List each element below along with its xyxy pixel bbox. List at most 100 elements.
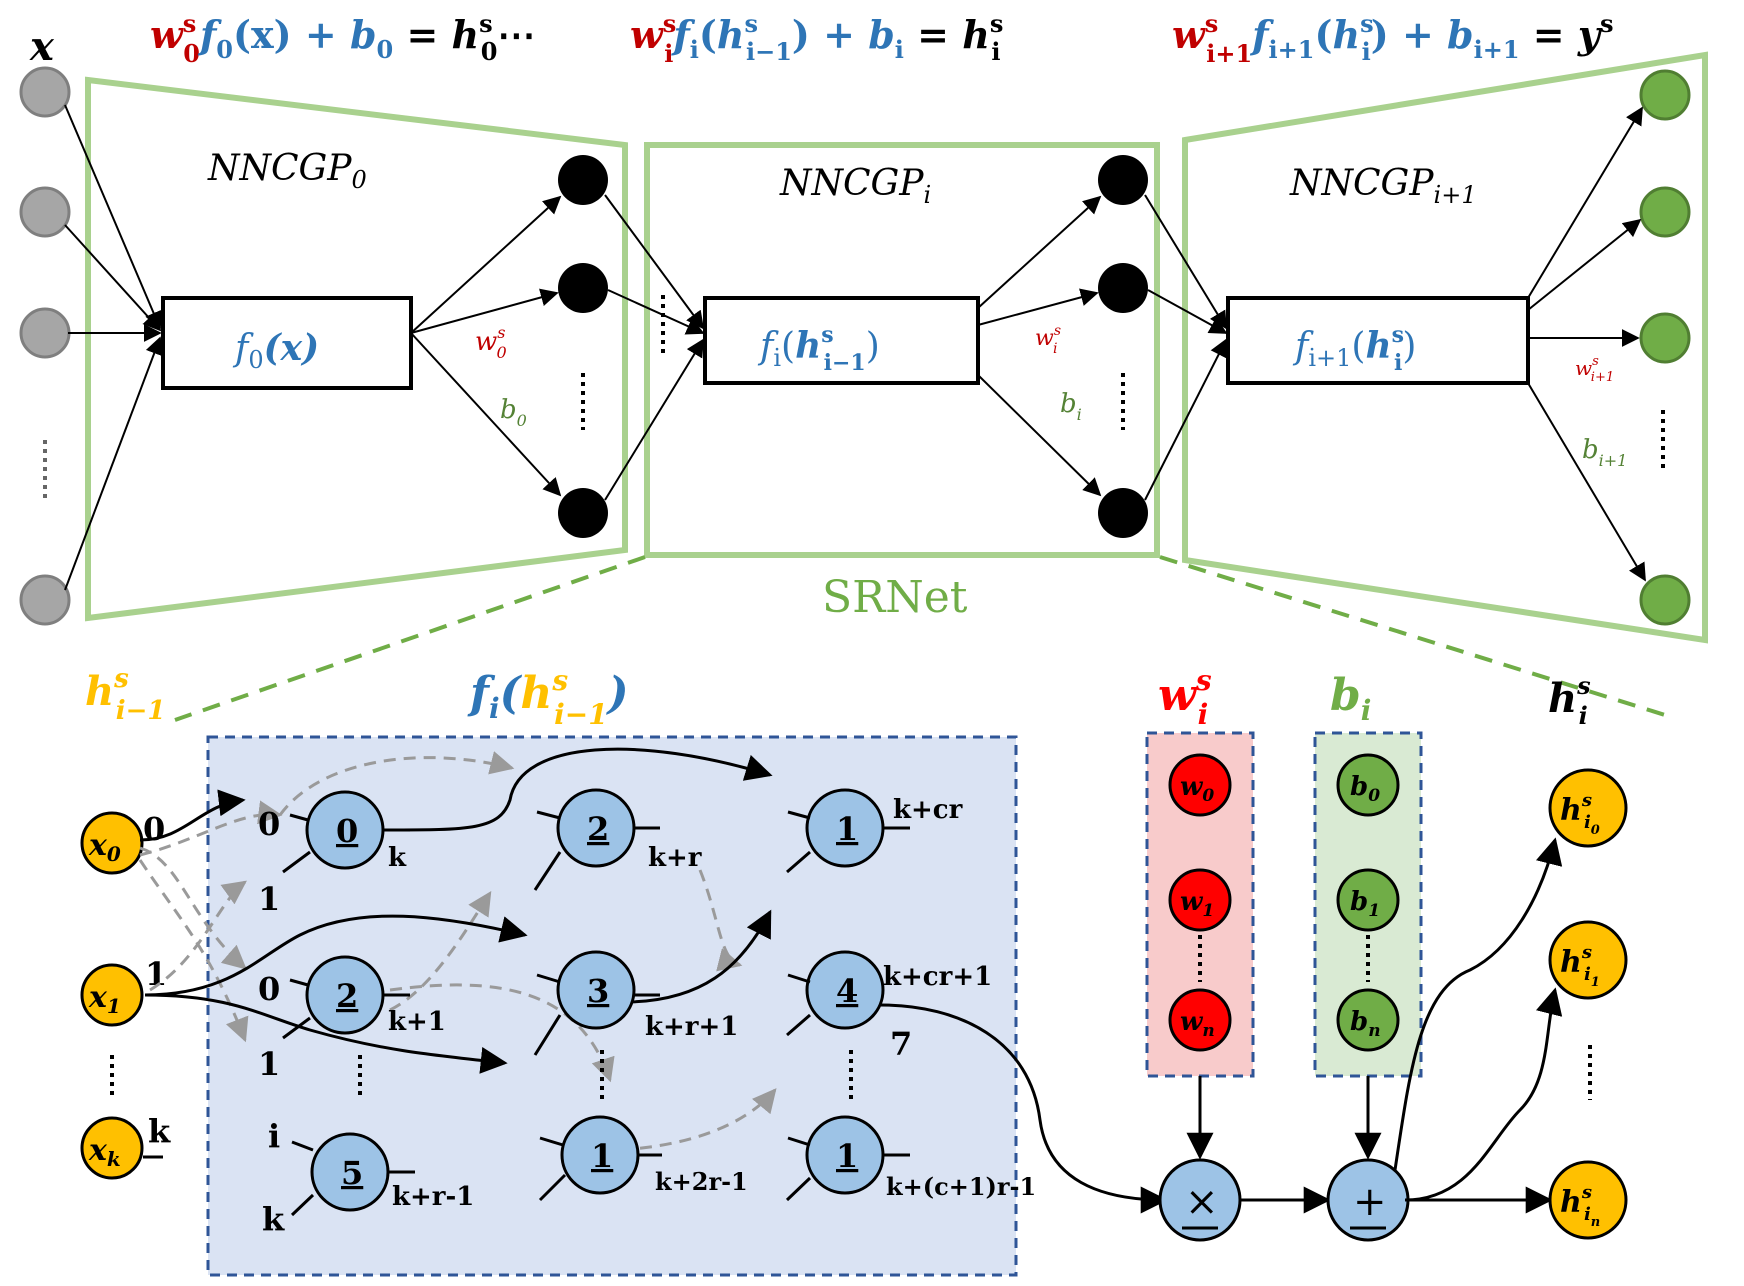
cgp-node: 1 k+(c+1)r-1 xyxy=(785,1115,1036,1202)
function-box-0 xyxy=(161,296,413,390)
svg-text:k+cr: k+cr xyxy=(893,795,963,825)
svg-text:2: 2 xyxy=(336,977,358,1015)
edges-i-plus-1-in xyxy=(1144,194,1228,501)
cgp-node: 4 k+cr+1 7 xyxy=(786,950,992,1063)
cgp-node: 1 k+2r-1 xyxy=(538,1115,748,1202)
operator-input-edges xyxy=(1186,1076,1382,1214)
svg-text:b0: b0 xyxy=(1350,772,1380,806)
svg-text:k: k xyxy=(262,1200,285,1238)
hidden-node xyxy=(1098,155,1148,205)
svg-text:w0: w0 xyxy=(1180,772,1214,806)
nncgp-0-frame xyxy=(85,76,628,622)
cgp-node: 3 k+r+1 xyxy=(533,950,738,1056)
svg-text:1: 1 xyxy=(258,880,280,918)
input-vector-label: x xyxy=(29,23,55,70)
bias-label-i: bi xyxy=(1060,389,1082,424)
weight-nodes: w0 w1 wn xyxy=(1168,753,1232,1052)
hidden-node xyxy=(1098,263,1148,313)
svg-text:k+(c+1)r-1: k+(c+1)r-1 xyxy=(886,1172,1036,1201)
cgp-inputs: x0 0 x1 1 xk k xyxy=(80,810,171,1180)
bias-nodes: b0 b1 bn xyxy=(1336,753,1400,1052)
svg-text:1: 1 xyxy=(145,955,167,993)
svg-text:bn: bn xyxy=(1350,1007,1381,1041)
edges-0-out xyxy=(410,195,562,497)
output-node xyxy=(1639,69,1691,121)
bias-node-0: b0 xyxy=(1336,753,1400,817)
svg-text:0: 0 xyxy=(143,810,165,848)
svg-text:k+r+1: k+r+1 xyxy=(645,1012,738,1042)
hidden-nodes-0 xyxy=(558,155,608,538)
block-title-i: NNCGPi xyxy=(779,163,931,209)
svg-text:2: 2 xyxy=(587,810,609,848)
cgp-nodes: 0 k 0 1 2 k+1 0 1 5 k+r-1 i k xyxy=(258,788,1036,1238)
weight-node-n: wn xyxy=(1168,988,1232,1052)
input-nodes xyxy=(19,66,71,626)
input-node xyxy=(19,574,71,626)
input-node xyxy=(19,307,71,359)
bias-node-1: b1 xyxy=(1336,868,1400,932)
cgp-node: 1 k+cr xyxy=(786,788,963,874)
cgp-node: 5 k+r-1 i k xyxy=(262,1117,474,1238)
hidden-node xyxy=(558,155,608,205)
svg-text:×: × xyxy=(1185,1179,1219,1225)
svg-text:1: 1 xyxy=(836,810,858,848)
cgp-input-xk: xk k xyxy=(80,1112,171,1180)
hidden-nodes-i xyxy=(1098,155,1148,538)
edges-i-out xyxy=(977,195,1102,497)
weight-node-0: w0 xyxy=(1168,753,1232,817)
svg-text:1: 1 xyxy=(258,1045,280,1083)
svg-text:1: 1 xyxy=(836,1137,858,1175)
cgp-active-edges xyxy=(139,747,1168,1214)
cgp-input-x0: x0 0 xyxy=(80,810,165,875)
svg-text:0: 0 xyxy=(258,970,280,1008)
weight-node-1: w1 xyxy=(1168,868,1232,932)
cgp-node: 0 k 0 1 xyxy=(258,790,410,918)
cgp-input-x1: x1 1 xyxy=(80,955,167,1027)
multiply-operator: × xyxy=(1158,1158,1242,1242)
add-operator: + xyxy=(1326,1158,1410,1242)
b-column-title: bi xyxy=(1330,670,1371,727)
output-nodes xyxy=(1639,69,1691,626)
svg-text:k+r: k+r xyxy=(648,843,702,873)
svg-text:7: 7 xyxy=(890,1025,912,1063)
svg-text:k: k xyxy=(388,843,407,873)
svg-text:k+2r-1: k+2r-1 xyxy=(655,1167,748,1196)
bias-label-0: b0 xyxy=(500,395,527,430)
svg-text:k: k xyxy=(148,1112,171,1150)
bias-label-i-plus-1: bi+1 xyxy=(1582,435,1627,470)
svg-text:xk: xk xyxy=(88,1133,121,1171)
cgp-inactive-edges xyxy=(138,751,777,1152)
output-edges xyxy=(1393,837,1563,1214)
svg-text:x1: x1 xyxy=(88,980,121,1018)
block-title-0: NNCGP0 xyxy=(207,148,367,194)
svg-text:k+cr+1: k+cr+1 xyxy=(883,962,992,992)
hidden-node xyxy=(558,263,608,313)
cgp-node: 2 k+1 0 1 xyxy=(258,955,446,1083)
output-node xyxy=(1639,186,1691,238)
svg-text:0: 0 xyxy=(258,805,280,843)
edges-i-in xyxy=(604,194,705,501)
svg-text:w1: w1 xyxy=(1180,887,1214,921)
svg-text:0: 0 xyxy=(336,812,358,850)
srnet-label: SRNet xyxy=(822,572,968,623)
function-box-i-plus-1 xyxy=(1226,296,1530,385)
edges-output xyxy=(1527,106,1646,582)
svg-text:k+1: k+1 xyxy=(388,1007,446,1037)
output-node xyxy=(1639,312,1691,364)
